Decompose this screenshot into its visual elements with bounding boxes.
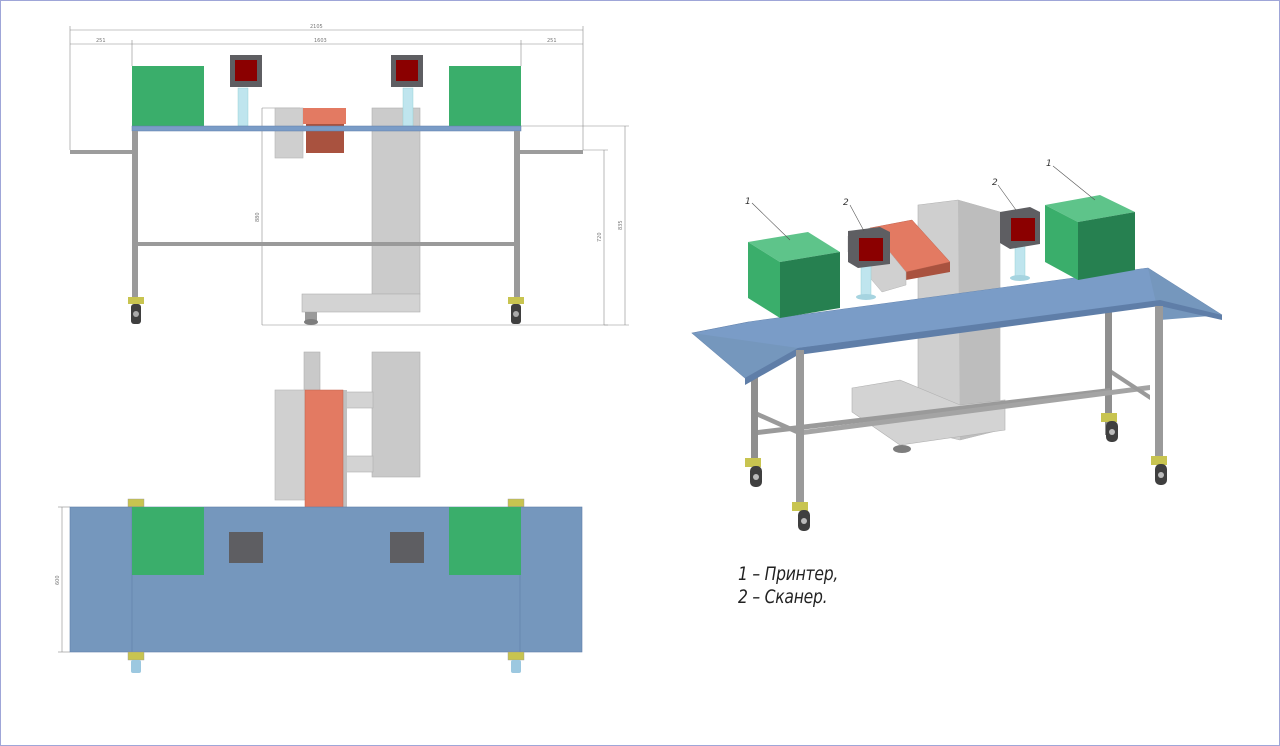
iso-tabletop-edge <box>745 300 1222 385</box>
front-scanner-right-stand <box>402 87 414 127</box>
top-caster-upper-left <box>127 498 145 508</box>
iso-printer-right <box>1045 195 1135 280</box>
front-machine-foot <box>305 312 317 321</box>
dim-right-overhang: 251 <box>547 38 557 44</box>
iso-crossbar-front <box>803 385 1150 435</box>
front-tabletop <box>131 125 522 132</box>
iso-callout-printer-left: 1 <box>745 197 751 207</box>
front-caster-right <box>508 297 524 324</box>
top-scanner-right <box>390 532 424 563</box>
front-crossbar <box>138 242 514 246</box>
front-machine-column <box>371 107 421 295</box>
iso-conveyor-belt-edge <box>906 262 950 280</box>
top-printer-left <box>132 507 204 575</box>
iso-scanner-left <box>848 227 890 300</box>
iso-leg-front-right <box>1155 306 1163 456</box>
front-right-wing <box>520 150 583 154</box>
front-view: 2105 251 1603 251 880 720 835 <box>69 24 629 326</box>
dim-frame-width: 1603 <box>314 38 327 44</box>
front-printer-left <box>132 66 204 126</box>
front-leg-left <box>132 131 138 298</box>
front-conveyor-belt <box>303 108 346 124</box>
top-machine-arm-upper <box>344 391 374 409</box>
legend-scanner: 2 – Сканер. <box>738 586 828 608</box>
top-machine-upper-left <box>303 351 321 393</box>
dim-height-machine: 880 <box>255 212 261 222</box>
iso-caster-front-left <box>792 502 810 531</box>
top-conveyor-side-right <box>343 390 347 510</box>
top-conveyor-side-left <box>274 389 306 501</box>
front-scanner-left-stand <box>237 87 249 127</box>
front-machine-foot-pad <box>304 319 318 325</box>
iso-crossbar-right <box>1112 370 1150 400</box>
iso-printer-left <box>748 232 840 318</box>
iso-crossbar-back <box>758 388 1110 435</box>
iso-scanner-right <box>1000 207 1040 281</box>
front-left-wing <box>70 150 133 154</box>
front-scanner-left-screen <box>235 60 257 81</box>
legend-printer: 1 – Принтер, <box>738 563 839 585</box>
iso-tabletop-left-wing <box>692 333 798 378</box>
top-caster-upper-right <box>507 498 525 508</box>
dim-height-top: 835 <box>618 220 624 230</box>
front-dimension-lines <box>69 26 629 326</box>
dim-depth: 600 <box>55 575 61 585</box>
top-conveyor-belt <box>304 389 344 511</box>
iso-tabletop-main <box>748 268 1160 348</box>
iso-caster-back-left <box>745 458 762 487</box>
iso-callout-leaders <box>751 165 1096 241</box>
dim-left-overhang: 251 <box>96 38 106 44</box>
top-scanner-left <box>229 532 263 563</box>
iso-callout-scanner-right: 2 <box>992 178 998 188</box>
front-leg-right <box>514 131 520 298</box>
top-caster-lower-left <box>127 651 145 673</box>
iso-caster-front-right <box>1151 456 1167 485</box>
top-caster-lower-right <box>507 651 525 673</box>
iso-machine-foot <box>893 445 911 453</box>
legend: 1 – Принтер, 2 – Сканер. <box>738 563 838 609</box>
front-scanner-right-screen <box>396 60 418 81</box>
dim-overall-width: 2105 <box>310 24 323 30</box>
top-dimension-lines <box>58 506 70 653</box>
iso-callout-scanner-left: 2 <box>843 198 849 208</box>
top-view: 600 <box>55 351 583 673</box>
iso-leg-back-left <box>751 375 758 460</box>
iso-callout-printer-right: 1 <box>1046 159 1052 169</box>
top-machine-body <box>371 351 421 478</box>
front-conveyor-side <box>274 107 304 159</box>
iso-leg-front-left <box>796 350 804 502</box>
top-machine-arm-lower <box>344 455 374 473</box>
iso-view: 1 2 2 1 <box>691 159 1223 531</box>
front-machine-base <box>301 293 421 313</box>
front-caster-left <box>128 297 144 324</box>
dim-height-wing: 720 <box>597 232 603 242</box>
iso-leg-back-right <box>1105 305 1112 435</box>
iso-caster-back-right <box>1101 413 1118 442</box>
top-printer-right <box>449 507 521 575</box>
iso-crossbar-left <box>758 412 803 437</box>
front-printer-right <box>449 66 521 126</box>
